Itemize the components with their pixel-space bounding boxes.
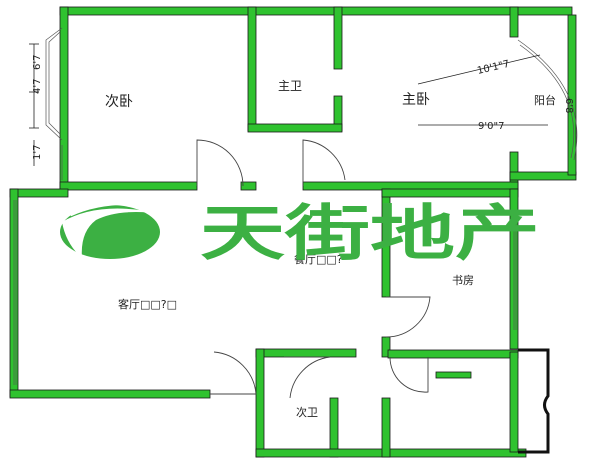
wall-balcony-right — [567, 14, 577, 176]
window-balcony — [517, 39, 578, 161]
dim-left-mid: 6'7 — [32, 55, 43, 70]
door-bedroom2 — [196, 139, 244, 187]
watermark-text: 天街地产 — [200, 199, 540, 269]
door-bath2 — [284, 356, 331, 399]
wall-bedroom-bottom-mid — [240, 181, 257, 191]
wall-bath2-top — [255, 348, 357, 358]
label-secondary-bedroom: 次卧 — [105, 94, 133, 110]
wall-bath2-right — [329, 397, 339, 458]
entry-boundary — [518, 348, 550, 454]
dim-line-diag — [417, 54, 541, 85]
wall-corridor-mid — [381, 397, 391, 458]
label-master-bedroom: 主卧 — [402, 92, 430, 108]
dim-master-width: 9'0"7 — [478, 121, 504, 132]
watermark: 天街地产 — [60, 199, 540, 269]
wall-bath2-left — [255, 348, 265, 458]
wall-bedroom-bottom-left — [59, 181, 198, 191]
room-labels: 次卧 主卫 主卧 阳台 餐厅□□? 客厅□□?□ 书房 次卫 — [105, 79, 556, 419]
label-master-bath: 主卫 — [278, 79, 302, 93]
window-bedroom2-bay — [45, 27, 63, 141]
wall-study-top — [381, 188, 519, 198]
interior-bar — [435, 371, 472, 379]
wall-bath-left — [247, 6, 257, 132]
label-study: 书房 — [452, 274, 474, 287]
dim-balcony-depth: 6'8 — [563, 98, 574, 113]
dim-master-diag: 10'1"7 — [476, 59, 510, 77]
wall-bottom — [255, 448, 527, 458]
windows — [13, 27, 578, 385]
wall-left-upper — [59, 6, 69, 190]
wall-entry-right — [509, 351, 519, 453]
label-balcony: 阳台 — [534, 93, 556, 107]
dimension-labels: 10'1"7 9'0"7 6'8 4'7 6'7 1'7 — [32, 55, 574, 160]
wall-top — [59, 6, 573, 16]
door-corridor — [389, 356, 429, 393]
dim-left-small: 1'7 — [32, 145, 43, 160]
wall-living-top — [9, 188, 69, 198]
dimension-lines — [29, 43, 548, 166]
label-living: 客厅□□?□ — [118, 297, 177, 311]
walls — [9, 6, 577, 458]
label-secondary-bath: 次卫 — [296, 405, 318, 419]
wall-bath-right-top — [333, 6, 343, 70]
dim-left-upper: 4'7 — [32, 79, 43, 94]
label-dining: 餐厅□□? — [294, 252, 343, 266]
wall-living-bottom — [9, 389, 211, 399]
wall-bath-bottom — [247, 123, 343, 133]
door-entry — [210, 351, 257, 395]
wall-study-bottom — [387, 349, 519, 359]
door-master — [302, 139, 346, 186]
doors — [196, 139, 431, 399]
door-study — [385, 296, 431, 338]
wall-balcony-stub-top — [509, 6, 519, 38]
wall-balcony-bottom — [509, 171, 577, 181]
swoosh-logo — [60, 199, 162, 259]
